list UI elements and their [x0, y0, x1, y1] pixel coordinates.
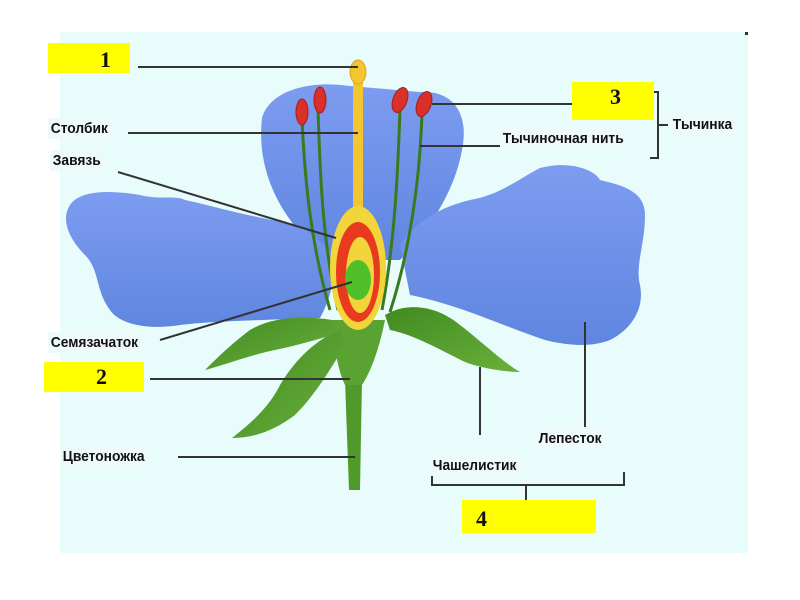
- corner-mark: [745, 32, 748, 35]
- label-stamen: Тычинка: [670, 114, 735, 135]
- sepal-left-2: [232, 330, 345, 438]
- style: [353, 75, 363, 215]
- label-ovary: Завязь: [50, 150, 104, 171]
- answer-box-3[interactable]: 3: [572, 82, 654, 120]
- label-style: Столбик: [48, 118, 111, 139]
- petal-left: [65, 192, 335, 327]
- leader-lines: [117, 66, 668, 500]
- label-sepal: Чашелистик: [430, 455, 520, 476]
- receptacle: [330, 320, 385, 385]
- ovule: [345, 260, 371, 300]
- petal-right: [400, 165, 645, 345]
- label-filament: Тычиночная нить: [500, 128, 627, 149]
- anthers: [295, 86, 433, 126]
- answer-box-4[interactable]: 4: [462, 500, 596, 533]
- stem: [345, 380, 362, 490]
- answer-number-2: 2: [96, 364, 107, 389]
- label-petal: Лепесток: [536, 428, 605, 449]
- stigma: [349, 59, 367, 85]
- label-pedicel: Цветоножка: [60, 446, 148, 467]
- answer-box-2[interactable]: 2: [44, 362, 144, 392]
- answer-number-4: 4: [476, 506, 487, 531]
- answer-number-1: 1: [100, 47, 111, 72]
- label-ovule: Семязачаток: [48, 332, 141, 353]
- sepal-left-1: [205, 317, 335, 370]
- answer-number-3: 3: [610, 84, 621, 109]
- sepal-right: [385, 307, 520, 372]
- answer-box-1[interactable]: 1: [48, 43, 130, 73]
